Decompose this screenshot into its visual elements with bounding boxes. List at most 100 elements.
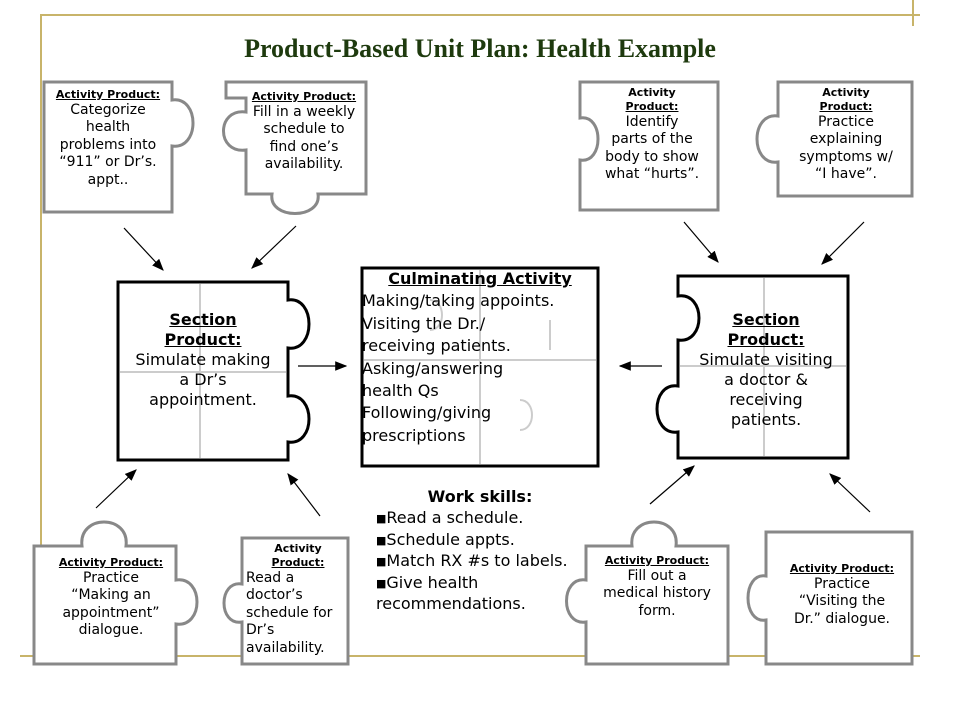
work-skills: Work skills: ■Read a schedule. ■Schedule… xyxy=(376,486,576,615)
arrow-ap5-to-section-left xyxy=(95,469,137,509)
section-product-line: appointment. xyxy=(149,390,257,409)
activity-product-line: explaining xyxy=(809,131,883,147)
culminating-line: receiving patients. xyxy=(362,336,511,356)
activity-product-line: Practice xyxy=(818,113,874,130)
activity-product-title: Activity Product: xyxy=(251,90,357,103)
section-product-line: a Dr’s xyxy=(179,370,227,389)
activity-product-line: symptoms w/ xyxy=(799,148,893,165)
activity-product-line: form. xyxy=(638,602,676,619)
activity-product-line: appointment” xyxy=(62,604,160,621)
arrow-ap3-to-section-right xyxy=(683,221,719,263)
puzzle-piece-ap3 xyxy=(578,80,720,212)
activity-product-line: Practice xyxy=(83,569,139,586)
activity-product-line: availability. xyxy=(264,156,344,173)
arrow-ap8-to-section-right xyxy=(829,473,871,513)
activity-product-title: Activity xyxy=(822,86,870,99)
puzzle-piece-ap8 xyxy=(746,530,914,666)
frame-bottom-rule xyxy=(20,655,920,657)
activity-product-line: what “hurts”. xyxy=(604,166,700,182)
activity-product-line: medical history xyxy=(603,585,711,602)
activity-product-line: body to show xyxy=(605,148,699,165)
work-skill-text: Schedule appts. xyxy=(386,529,515,549)
activity-product-line: Dr’s xyxy=(246,622,275,638)
activity-product-4: Activity Product: Practice explaining sy… xyxy=(782,86,910,184)
activity-product-2: Activity Product: Fill in a weekly sched… xyxy=(238,90,370,174)
activity-product-line: Categorize xyxy=(70,101,146,118)
activity-product-line: doctor’s xyxy=(246,587,303,603)
section-product-title: Product: xyxy=(727,330,805,349)
section-product-line: patients. xyxy=(730,410,802,429)
puzzle-piece-ap2 xyxy=(222,80,368,215)
arrow-ap7-to-section-right xyxy=(649,465,695,505)
frame-top-rule xyxy=(40,14,920,16)
culminating-line: Making/taking appoints. xyxy=(362,291,555,311)
section-product-line: receiving xyxy=(729,390,803,409)
culminating-line: Following/giving xyxy=(362,403,492,423)
activity-product-line: appt.. xyxy=(87,171,129,188)
work-skills-title: Work skills: xyxy=(427,487,533,506)
bullet-icon: ■ xyxy=(376,555,387,569)
section-product-left: Section Product: Simulate making a Dr’s … xyxy=(118,310,288,410)
section-product-line: Simulate visiting xyxy=(699,350,833,369)
activity-product-line: Practice xyxy=(814,575,870,592)
activity-product-title: Product: xyxy=(271,555,325,569)
work-skill-text: Match RX #s to labels. xyxy=(386,551,568,571)
activity-product-line: Fill out a xyxy=(627,567,687,584)
activity-product-3: Activity Product: Identify parts of the … xyxy=(588,86,716,184)
activity-product-line: Identify xyxy=(625,113,679,130)
activity-product-line: problems into xyxy=(59,136,157,153)
section-product-right: Section Product: Simulate visiting a doc… xyxy=(680,310,852,430)
activity-product-title: Product: xyxy=(819,99,873,113)
activity-product-line: find one’s xyxy=(269,138,339,155)
activity-product-6: Activity Product: Read a doctor’s schedu… xyxy=(246,542,350,657)
activity-product-8: Activity Product: Practice “Visiting the… xyxy=(770,562,914,628)
activity-product-line: schedule for xyxy=(246,604,333,621)
work-skill-item: ■Read a schedule. xyxy=(376,507,576,528)
bullet-icon: ■ xyxy=(376,576,387,590)
arrow-ap6-to-section-left xyxy=(287,473,321,517)
section-product-title: Product: xyxy=(164,330,242,349)
work-skill-text: Give health recommendations. xyxy=(376,572,526,614)
activity-product-title: Activity Product: xyxy=(55,88,161,101)
activity-product-line: parts of the xyxy=(611,131,693,147)
activity-product-line: Fill in a weekly xyxy=(252,103,356,120)
frame-left-rule xyxy=(40,14,42,654)
work-skill-item: ■Schedule appts. xyxy=(376,529,576,550)
frame-corner-rule xyxy=(912,0,914,26)
activity-product-title: Activity Product: xyxy=(789,562,895,575)
activity-product-7: Activity Product: Fill out a medical his… xyxy=(586,554,728,620)
activity-product-line: “Making an xyxy=(71,587,151,604)
activity-product-line: dialogue. xyxy=(78,622,144,639)
culminating-line: health Qs xyxy=(362,380,439,400)
section-product-title: Section xyxy=(169,310,237,329)
bullet-icon: ■ xyxy=(376,533,387,547)
puzzle-piece-ap4 xyxy=(755,80,914,198)
section-product-line: Simulate making xyxy=(135,350,271,369)
activity-product-title: Activity Product: xyxy=(58,556,164,569)
puzzle-piece-ap7 xyxy=(565,520,730,666)
activity-product-line: “I have”. xyxy=(815,166,877,182)
activity-product-5: Activity Product: Practice “Making an ap… xyxy=(40,556,182,640)
activity-product-title: Activity xyxy=(628,86,676,99)
puzzle-piece-ap1 xyxy=(42,80,195,214)
culminating-line: prescriptions xyxy=(362,425,466,445)
activity-product-line: “Visiting the xyxy=(798,593,886,610)
work-skill-item: ■Give health recommendations. xyxy=(376,572,576,615)
bullet-icon: ■ xyxy=(376,512,387,526)
activity-product-line: “911” or Dr’s. xyxy=(59,154,157,171)
activity-product-line: Dr.” dialogue. xyxy=(793,610,891,627)
puzzle-piece-ap6 xyxy=(222,536,350,666)
activity-product-title: Product: xyxy=(625,99,679,113)
activity-product-title: Activity xyxy=(274,542,322,555)
arrow-ap4-to-section-right xyxy=(821,221,865,265)
page-title: Product-Based Unit Plan: Health Example xyxy=(244,34,716,63)
puzzle-piece-ap5 xyxy=(32,520,199,666)
activity-product-line: availability. xyxy=(246,639,325,656)
activity-product-1: Activity Product: Categorize health prob… xyxy=(44,88,172,189)
section-product-line: a doctor & xyxy=(724,370,808,389)
culminating-title: Culminating Activity xyxy=(388,269,572,288)
culminating-line: Visiting the Dr./ xyxy=(362,313,486,333)
activity-product-line: Read a xyxy=(246,569,295,586)
arrow-ap2-to-section-left xyxy=(251,225,297,269)
